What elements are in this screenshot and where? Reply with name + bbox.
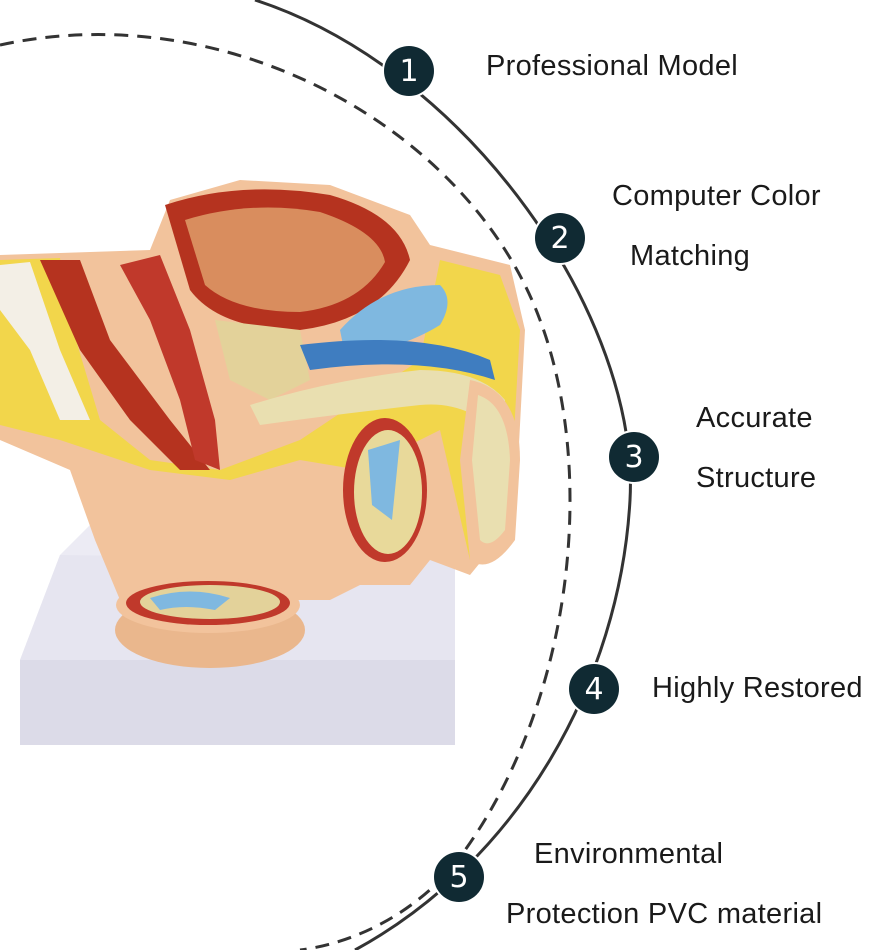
feature-label-line: Structure xyxy=(696,462,817,494)
dashed-arc xyxy=(0,33,572,950)
feature-label: Computer Color Matching xyxy=(612,166,821,286)
feature-number-badge: 1 xyxy=(384,46,434,96)
feature-label-line: Matching xyxy=(630,240,751,272)
feature-number-badge: 2 xyxy=(535,213,585,263)
feature-number-badge: 3 xyxy=(609,432,659,482)
feature-label: Accurate Structure xyxy=(696,388,816,508)
feature-number-badge: 4 xyxy=(569,664,619,714)
feature-label-line: Professional Model xyxy=(486,50,739,82)
feature-number-badge: 5 xyxy=(434,852,484,902)
feature-label-line: Highly Restored xyxy=(652,672,863,704)
feature-label-line: Accurate xyxy=(696,402,813,434)
cross-section-disc xyxy=(115,577,305,668)
feature-label: Highly Restored xyxy=(652,658,863,718)
feature-label: Environmental Protection PVC material xyxy=(506,824,822,944)
feature-label-line: Protection PVC material xyxy=(506,898,823,930)
feature-label-line: Computer Color xyxy=(612,180,821,212)
feature-label-line: Environmental xyxy=(534,838,724,870)
solid-arc xyxy=(254,0,632,950)
feature-label: Professional Model xyxy=(486,36,738,96)
pelvis-section xyxy=(0,180,525,600)
